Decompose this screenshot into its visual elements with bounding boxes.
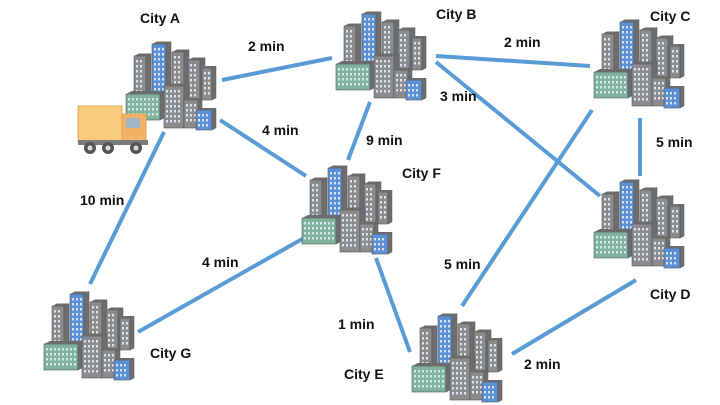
route-line-a-f xyxy=(218,118,308,178)
city-d-label: City D xyxy=(650,286,691,302)
city-a-buildings-icon xyxy=(125,41,217,131)
city-g-buildings-icon xyxy=(43,291,135,381)
truck-layer xyxy=(77,105,148,154)
route-line-b-c xyxy=(435,54,591,68)
city-d-buildings-icon xyxy=(593,179,685,269)
city-e-label: City E xyxy=(344,366,384,382)
route-line-b-f xyxy=(346,101,372,161)
routes-layer xyxy=(88,54,642,356)
route-time-f-g: 4 min xyxy=(202,254,239,270)
route-time-d-e: 2 min xyxy=(524,356,561,372)
route-time-a-b: 2 min xyxy=(248,38,285,54)
route-line-c-e xyxy=(460,108,594,308)
route-line-a-b xyxy=(221,56,333,82)
route-time-b-d: 3 min xyxy=(440,88,477,104)
city-g-label: City G xyxy=(150,345,192,361)
route-line-b-d xyxy=(434,60,602,198)
route-line-f-g xyxy=(137,236,305,334)
city-b-buildings-icon xyxy=(335,11,427,101)
route-line-a-g xyxy=(88,131,166,285)
cities-layer xyxy=(43,11,685,403)
route-time-a-f: 4 min xyxy=(262,122,299,138)
route-time-c-d: 5 min xyxy=(656,134,693,150)
delivery-truck-icon xyxy=(77,105,148,154)
city-f-buildings-icon xyxy=(301,165,393,255)
route-line-f-e xyxy=(374,257,412,353)
city-a-label: City A xyxy=(140,10,180,26)
city-c-label: City C xyxy=(650,8,691,24)
route-time-b-c: 2 min xyxy=(504,34,541,50)
city-b-label: City B xyxy=(436,6,477,22)
route-time-c-e: 5 min xyxy=(444,256,481,272)
route-time-a-g: 10 min xyxy=(80,192,125,208)
route-time-b-f: 9 min xyxy=(366,132,403,148)
city-c-buildings-icon xyxy=(593,19,685,109)
route-line-d-e xyxy=(510,278,638,356)
route-time-f-e: 1 min xyxy=(338,316,375,332)
city-f-label: City F xyxy=(402,165,441,181)
city-e-buildings-icon xyxy=(411,313,503,403)
